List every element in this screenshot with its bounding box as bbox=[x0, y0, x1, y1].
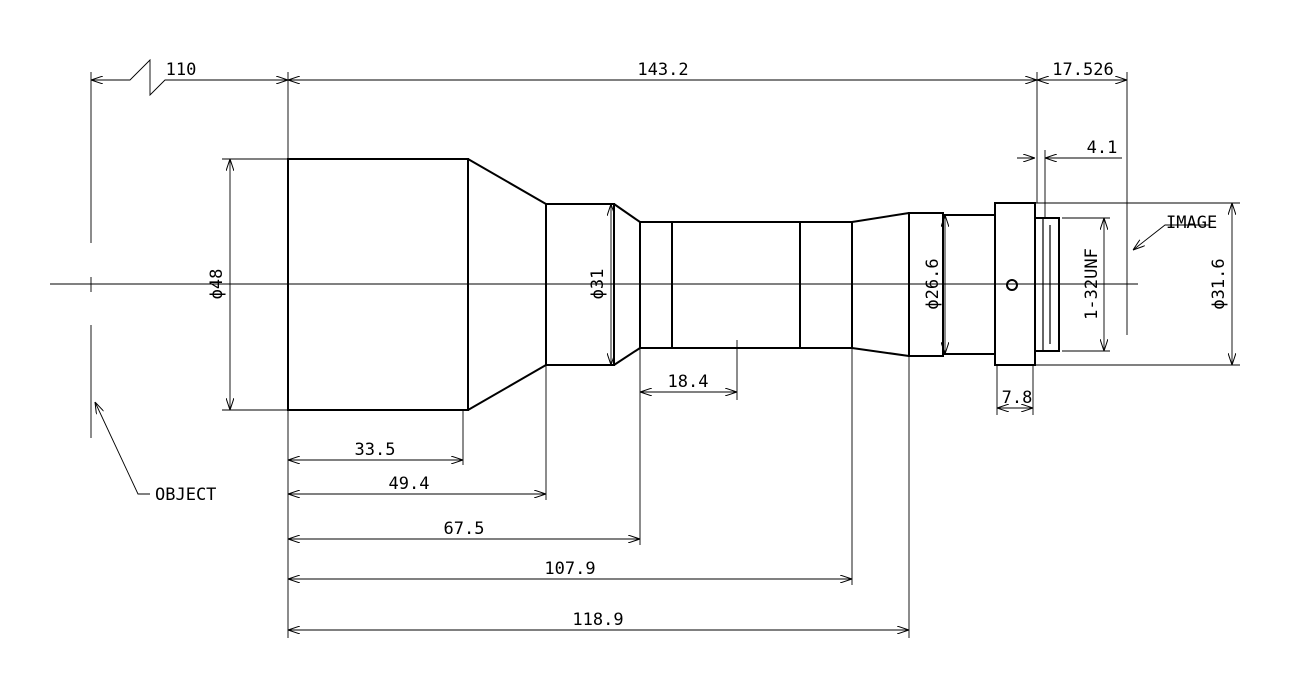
label-image: IMAGE bbox=[1166, 213, 1217, 233]
label-dim-118-9: 118.9 bbox=[572, 610, 623, 630]
label-dim-67-5: 67.5 bbox=[444, 519, 485, 539]
label-object-distance: 110 bbox=[166, 60, 197, 80]
label-screw-offset: 18.4 bbox=[668, 372, 709, 392]
rear-barrel-2 bbox=[942, 214, 996, 355]
label-total-length: 143.2 bbox=[637, 60, 688, 80]
front-barrel bbox=[287, 158, 469, 411]
label-rear-diameter: ϕ26.6 bbox=[923, 258, 943, 309]
label-dim-33-5: 33.5 bbox=[355, 440, 396, 460]
middle-taper bbox=[613, 203, 641, 366]
label-dim-49-4: 49.4 bbox=[389, 474, 430, 494]
thread-body bbox=[1034, 217, 1060, 352]
rear-taper bbox=[851, 212, 910, 357]
thread-grooves bbox=[1042, 218, 1060, 351]
dimension-lines bbox=[91, 58, 1232, 630]
label-back-focal: 17.526 bbox=[1052, 60, 1113, 80]
extension-lines bbox=[222, 72, 1240, 638]
tube-section-1 bbox=[639, 221, 673, 349]
label-flange-offset: 4.1 bbox=[1087, 138, 1118, 158]
label-dim-107-9: 107.9 bbox=[544, 559, 595, 579]
label-mid-diameter: ϕ31 bbox=[588, 269, 608, 300]
front-taper bbox=[467, 158, 547, 411]
label-front-diameter: ϕ48 bbox=[207, 269, 227, 300]
lens-body bbox=[287, 158, 1060, 411]
label-object: OBJECT bbox=[155, 485, 216, 505]
set-screw-hole bbox=[1006, 279, 1018, 291]
label-mount-width: 7.8 bbox=[1002, 388, 1033, 408]
label-thread: 1-32UNF bbox=[1082, 248, 1102, 320]
tube-section-3 bbox=[799, 221, 853, 349]
label-mount-diameter: ϕ31.6 bbox=[1209, 258, 1229, 309]
tube-section-2 bbox=[671, 221, 801, 349]
